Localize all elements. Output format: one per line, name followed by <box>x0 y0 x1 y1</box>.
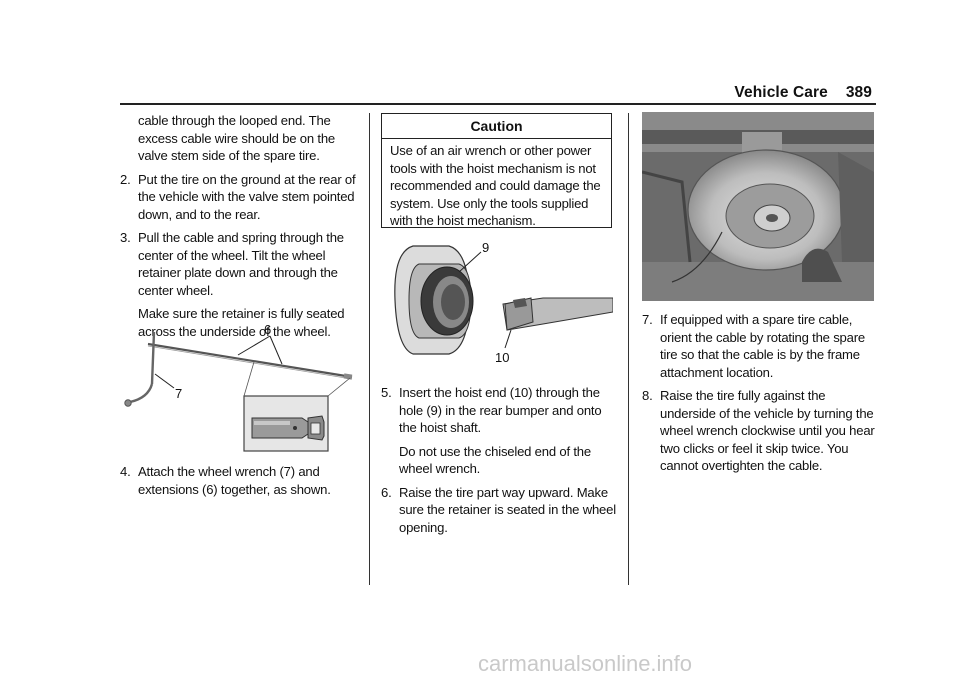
step-3: 3. Pull the cable and spring through the… <box>120 229 360 299</box>
step-text: Insert the hoist end (10) through the ho… <box>399 385 602 435</box>
step-text: Attach the wheel wrench (7) and extensio… <box>138 464 331 497</box>
wrench-extension-figure: 6 7 <box>124 322 353 452</box>
step-8: 8. Raise the tire fully against the unde… <box>642 387 882 475</box>
step3-note: Make sure the retainer is fully seated a… <box>138 306 345 339</box>
step-number: 4. <box>120 464 131 479</box>
caution-box: Caution Use of an air wrench or other po… <box>381 113 612 228</box>
step-number: 6. <box>381 484 392 500</box>
step-number: 3. <box>120 230 131 245</box>
hoist-insertion-figure: 9 10 <box>394 240 613 365</box>
step5-note: Do not use the chiseled end of the wheel… <box>399 443 591 477</box>
caution-body: Use of an air wrench or other power tool… <box>390 143 601 228</box>
step-7: 7. If equipped with a spare tire cable, … <box>642 311 882 381</box>
running-header: Vehicle Care 389 <box>725 84 872 102</box>
step-6: 6. Raise the tire part way upward. Make … <box>381 484 616 537</box>
callout-label-10: 10 <box>495 350 509 365</box>
step-number: 2. <box>120 171 131 187</box>
column-divider-1 <box>369 113 370 585</box>
spare-tire-photo <box>642 112 874 301</box>
column-1-bottom: 4. Attach the wheel wrench (7) and exten… <box>120 463 360 504</box>
step-text: If equipped with a spare tire cable, ori… <box>660 312 865 380</box>
callout-label-6: 6 <box>264 322 271 337</box>
caution-title: Caution <box>382 114 611 139</box>
step-2: 2. Put the tire on the ground at the rea… <box>120 171 360 224</box>
watermark-text: carmanualsonline.info <box>478 651 693 676</box>
column-3-steps: 7. If equipped with a spare tire cable, … <box>642 311 882 481</box>
step-5: 5. Insert the hoist end (10) through the… <box>381 384 616 437</box>
step-text: Pull the cable and spring through the ce… <box>138 230 344 298</box>
section-title: Vehicle Care <box>734 84 828 101</box>
step-number: 5. <box>381 385 392 400</box>
column-1: cable through the looped end. The excess… <box>120 112 360 346</box>
step-text: Raise the tire part way upward. Make sur… <box>399 484 616 535</box>
step-4: 4. Attach the wheel wrench (7) and exten… <box>120 463 360 498</box>
step-text: Raise the tire fully against the undersi… <box>660 388 875 473</box>
step-number: 8. <box>642 388 653 403</box>
column-divider-2 <box>628 113 629 585</box>
callout-label-7: 7 <box>175 386 182 401</box>
page-number: 389 <box>845 84 872 101</box>
step1-continuation: cable through the looped end. The excess… <box>138 113 336 163</box>
step-number: 7. <box>642 312 653 327</box>
header-rule <box>120 103 876 105</box>
step-text: Put the tire on the ground at the rear o… <box>138 171 356 222</box>
column-2-steps: 5. Insert the hoist end (10) through the… <box>381 384 616 542</box>
callout-label-9: 9 <box>482 240 489 255</box>
